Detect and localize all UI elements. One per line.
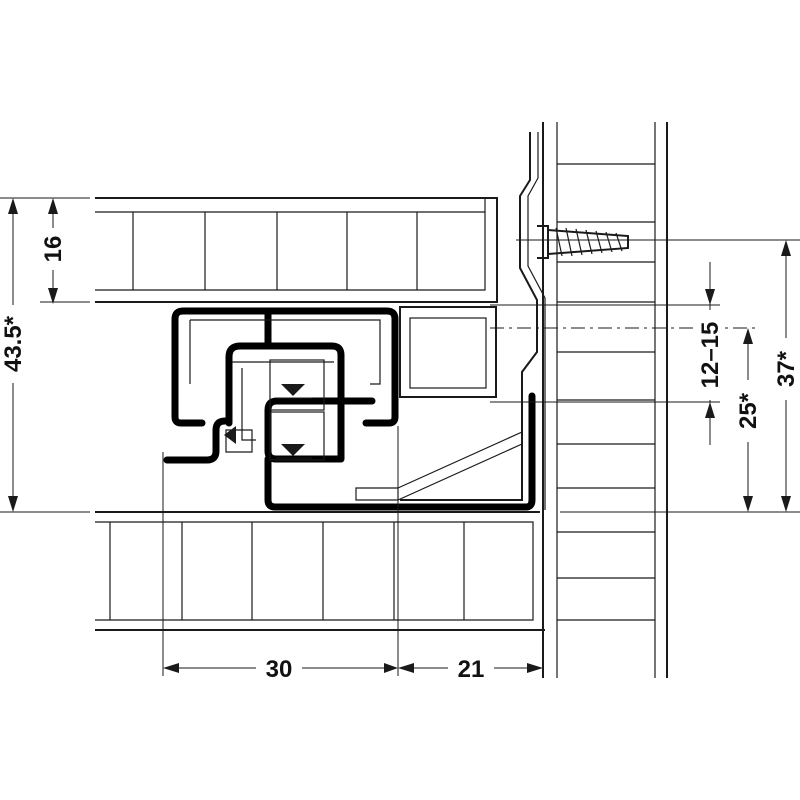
- dim-label-height-right: 37*: [773, 350, 800, 387]
- dim-label-height-total: 43.5*: [0, 315, 27, 372]
- ball-icon-lower: [276, 444, 312, 459]
- dim-height-right: 37*: [773, 240, 800, 512]
- dim-height-total: 43.5*: [0, 198, 27, 512]
- spacer-block: [399, 306, 497, 398]
- screw-icon: [537, 225, 629, 259]
- dim-label-height-top: 16: [40, 236, 67, 263]
- ball-cage: [189, 319, 381, 461]
- dim-label-width-right: 21: [458, 656, 485, 683]
- dim-range-small: 12–15: [697, 262, 724, 445]
- dim-label-width-left: 30: [266, 656, 293, 683]
- dim-label-range-small: 12–15: [697, 322, 724, 389]
- upper-panel-outline: [95, 197, 498, 303]
- upper-panel: [95, 197, 498, 303]
- lower-panel-inner: [95, 521, 534, 621]
- dim-height-mid: 25*: [735, 328, 762, 512]
- extension-lines: [0, 197, 800, 676]
- ball-icon-side: [224, 426, 236, 444]
- lower-panel: [95, 511, 545, 631]
- dim-height-top: 16: [40, 198, 67, 304]
- dim-width-left: 30: [163, 655, 398, 683]
- cabinet-wall: [542, 122, 668, 678]
- dim-label-height-mid: 25*: [735, 392, 762, 429]
- dim-width-right: 21: [398, 655, 543, 683]
- upper-panel-inner: [95, 211, 486, 291]
- runner-profile: [163, 307, 536, 511]
- ball-icon-upper: [276, 384, 312, 399]
- mounting-bracket: [355, 132, 546, 510]
